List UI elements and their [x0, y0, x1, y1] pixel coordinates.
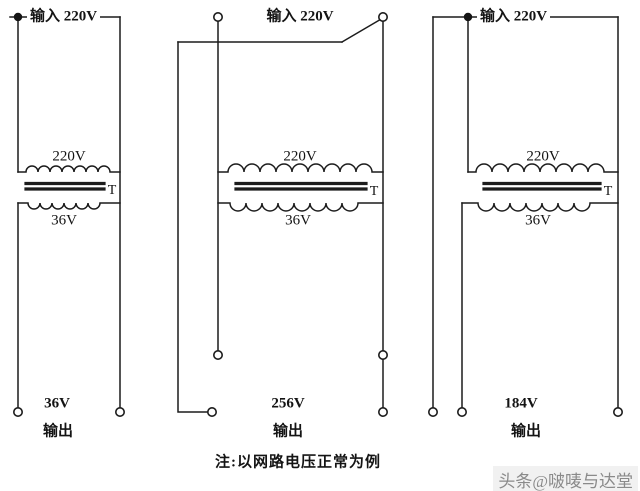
primary-winding: [467, 163, 619, 173]
tap-terminal-circle: [377, 349, 388, 360]
secondary-winding: [17, 202, 121, 210]
input-terminal-circle: [213, 12, 224, 22]
secondary-winding: [461, 202, 619, 212]
input-label: 输入 220V: [27, 9, 101, 25]
primary-voltage-label: 220V: [526, 148, 560, 165]
output-terminal-circle: [207, 406, 218, 417]
input-terminal-circle: [377, 12, 388, 22]
watermark-text: 头条@啵唛与达堂: [493, 466, 638, 491]
transformer-label: T: [602, 184, 614, 199]
output-terminal-circle: [115, 406, 126, 417]
output-voltage-label: 184V: [504, 395, 538, 412]
primary-winding: [217, 163, 384, 173]
diagonal-input-wire: [340, 18, 381, 44]
output-voltage-label: 256V: [271, 395, 305, 412]
footer-note: 注:以网路电压正常为例: [215, 454, 381, 471]
output-terminal-circle: [13, 406, 23, 417]
output-word-label: 输出: [42, 423, 74, 440]
diagram-isolation: [9, 12, 126, 417]
output-voltage-label: 36V: [44, 395, 70, 412]
secondary-voltage-label: 36V: [285, 212, 311, 229]
output-word-label: 输出: [510, 423, 542, 440]
secondary-winding: [217, 202, 384, 212]
diagram-buck: [427, 12, 623, 417]
common-return-wire: [177, 41, 209, 413]
secondary-voltage-label: 36V: [525, 212, 551, 229]
diagram-boost: [177, 12, 388, 417]
transformer-label: T: [368, 184, 380, 199]
primary-voltage-label: 220V: [52, 148, 86, 165]
output-word-label: 输出: [272, 423, 304, 440]
input-label: 输入 220V: [477, 9, 551, 25]
primary-voltage-label: 220V: [283, 148, 317, 165]
transformer-label: T: [106, 183, 118, 198]
input-terminal-dot: [463, 12, 473, 22]
output-terminal-circle: [456, 406, 467, 417]
tap-terminal-circle: [213, 349, 224, 360]
output-terminal-circle: [612, 406, 623, 417]
input-terminal-dot: [13, 12, 23, 22]
input-label: 输入 220V: [263, 9, 337, 25]
output-terminal-circle: [377, 406, 388, 417]
output-terminal-circle: [427, 406, 438, 417]
secondary-voltage-label: 36V: [51, 212, 77, 229]
primary-winding: [17, 165, 121, 173]
